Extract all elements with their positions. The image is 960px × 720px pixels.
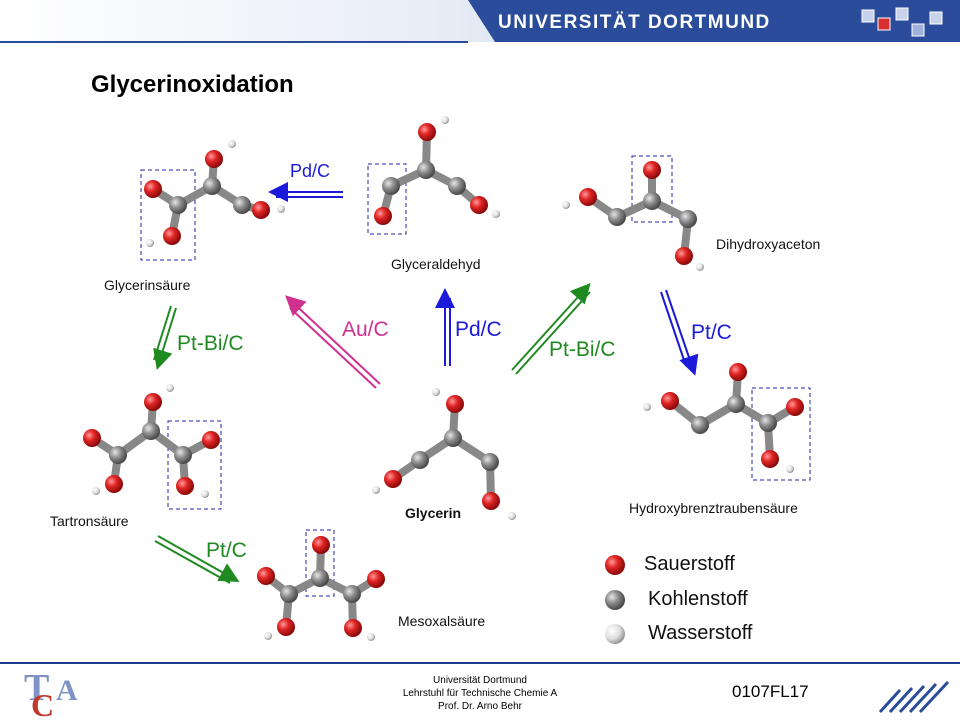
molecule-dihydroxyaceton — [562, 155, 704, 271]
catalyst-pt-bi-c-right: Pt-Bi/C — [549, 338, 616, 361]
page-title: Glycerinoxidation — [91, 71, 294, 98]
legend-carbon-label: Kohlenstoff — [648, 588, 748, 610]
functional-group-box — [305, 529, 335, 597]
label-glycerinsaeure: Glycerinsäure — [104, 277, 191, 293]
legend-atoms — [605, 555, 625, 644]
label-dihydroxyaceton: Dihydroxyaceton — [716, 236, 821, 252]
tca-logo: T C A — [24, 667, 78, 720]
svg-text:C: C — [31, 687, 54, 720]
molecule-hydroxybrenztraubensaeure — [643, 363, 811, 481]
svg-text:A: A — [56, 674, 78, 707]
catalyst-pd-c-top: Pd/C — [290, 161, 331, 181]
catalyst-pd-c-mid: Pd/C — [455, 318, 502, 341]
functional-group-box — [751, 387, 811, 481]
legend-hydrogen-label: Wasserstoff — [648, 622, 753, 644]
arrow-pt-bi-c-left — [153, 305, 177, 370]
arrow-pt-bi-c-right — [511, 283, 591, 375]
functional-group-box — [167, 420, 222, 510]
catalyst-pt-c-right: Pt/C — [691, 321, 732, 344]
arrow-pt-c-bottom — [154, 535, 240, 584]
catalyst-au-c: Au/C — [342, 318, 389, 341]
label-mesoxalsaeure: Mesoxalsäure — [398, 613, 486, 629]
molecule-mesoxalsaeure — [257, 529, 385, 641]
footer-university: Universität Dortmund — [433, 675, 527, 686]
arrow-pd-c-top — [268, 182, 343, 202]
university-name: UNIVERSITÄT DORTMUND — [498, 12, 771, 33]
arrow-au-c — [285, 295, 381, 389]
footer-divider — [0, 662, 960, 664]
slide-code: 0107FL17 — [732, 682, 809, 701]
arrow-pd-c-mid — [435, 288, 455, 366]
legend-carbon-sphere — [605, 590, 625, 610]
catalyst-pt-bi-c-left: Pt-Bi/C — [177, 332, 244, 355]
svg-text:T: T — [24, 667, 49, 709]
uni-logo — [878, 680, 950, 714]
molecule-tartronsaeure — [83, 384, 222, 510]
label-glyceraldehyd: Glyceraldehyd — [391, 256, 481, 272]
catalyst-pt-c-bottom: Pt/C — [206, 539, 247, 562]
arrow-pt-c-right — [660, 289, 699, 376]
molecule-glycerinsaeure — [140, 140, 285, 261]
label-tartronsaeure: Tartronsäure — [50, 513, 129, 529]
legend-oxygen-sphere — [605, 555, 625, 575]
label-hydroxybrenztraubensaeure: Hydroxybrenztraubensäure — [629, 500, 798, 516]
legend-oxygen-label: Sauerstoff — [644, 553, 735, 575]
functional-group-box — [631, 155, 673, 223]
footer-chair: Lehrstuhl für Technische Chemie A — [402, 688, 558, 699]
molecule-glyceraldehyd — [367, 116, 500, 235]
legend-hydrogen-sphere — [605, 624, 625, 644]
functional-group-box — [367, 163, 407, 235]
header-decoration — [861, 7, 943, 37]
footer-professor: Prof. Dr. Arno Behr — [438, 701, 522, 712]
label-glycerin: Glycerin — [405, 505, 462, 521]
functional-group-box — [140, 169, 196, 261]
molecule-glycerin — [372, 388, 516, 520]
